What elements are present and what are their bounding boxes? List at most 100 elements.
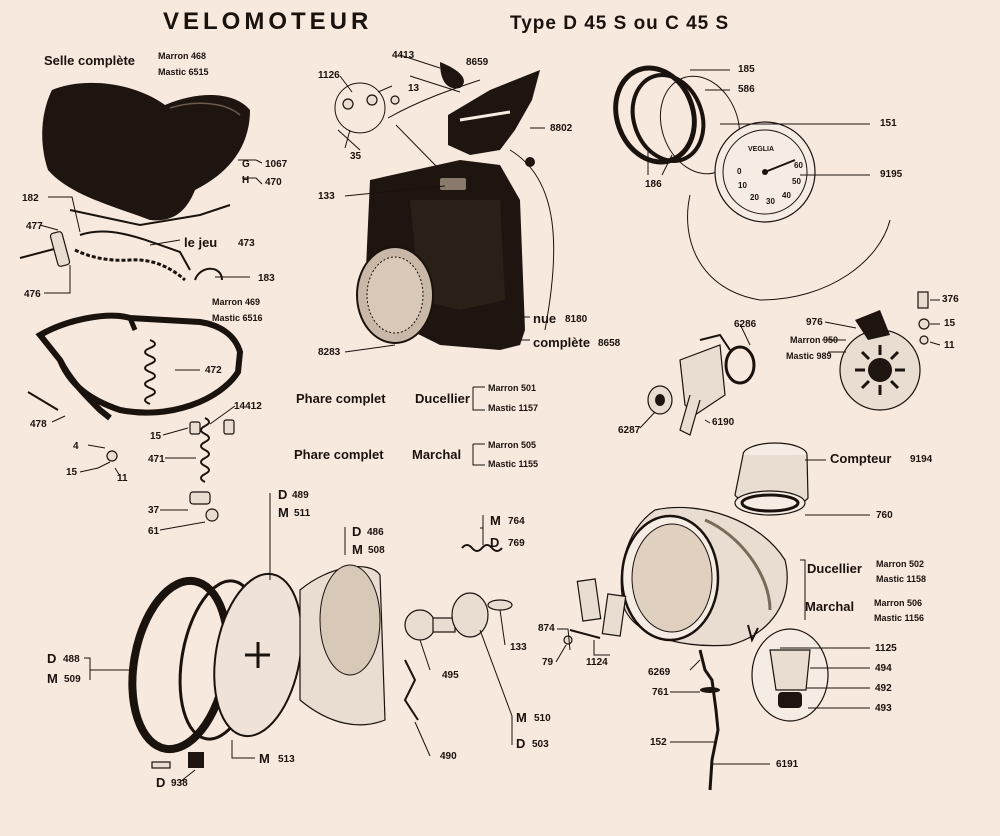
hl-m511-letter: M <box>278 505 289 520</box>
hr-duc-marron: Marron 502 <box>876 559 925 569</box>
dial-brand: VEGLIA <box>748 146 775 153</box>
part-471: 471 <box>148 454 165 465</box>
part-4413: 4413 <box>392 50 415 61</box>
part-493: 493 <box>875 703 892 714</box>
compteur-drawing <box>734 442 809 516</box>
part-492: 492 <box>875 683 892 694</box>
tank-drawing <box>334 62 555 350</box>
part-6191: 6191 <box>776 759 799 770</box>
part-8283: 8283 <box>318 347 341 358</box>
part-6287: 6287 <box>618 425 641 436</box>
dial-number-20: 20 <box>750 193 759 202</box>
part-152: 152 <box>650 737 667 748</box>
phare2-a: Phare complet <box>294 447 384 462</box>
phare2-mastic: Mastic 1155 <box>488 459 539 469</box>
part-586: 586 <box>738 84 755 95</box>
tank-nue: nue <box>533 311 557 326</box>
headlamp-left-drawing <box>128 544 513 769</box>
compteur-num: 9194 <box>910 454 933 465</box>
hl-m513-letter: M <box>259 751 270 766</box>
hl-d938-letter: D <box>156 775 166 790</box>
spring-frame-drawing <box>27 312 244 522</box>
hl-m511-num: 511 <box>294 508 311 519</box>
part-495: 495 <box>442 670 459 681</box>
part-14412: 14412 <box>234 401 262 412</box>
part-6269: 6269 <box>648 667 671 678</box>
part-185: 185 <box>738 64 755 75</box>
hl-d486-letter: D <box>352 524 362 539</box>
hl-m508-letter: M <box>352 542 363 557</box>
part-4: 4 <box>73 441 79 452</box>
phare1-a: Phare complet <box>296 391 386 406</box>
saddle-h-letter: H <box>242 175 250 186</box>
saddle-drawing <box>19 82 251 282</box>
part-133-tank: 133 <box>318 191 335 202</box>
part-15-bolt: 15 <box>66 467 78 478</box>
dial-number-10: 10 <box>738 181 747 190</box>
horn-drawing <box>839 291 930 411</box>
title-main: VELOMOTEUR <box>163 8 373 35</box>
saddle-h-num: 470 <box>265 177 282 188</box>
part-151: 151 <box>880 118 897 129</box>
hr-marchal: Marchal <box>805 599 855 614</box>
horn-mastic: Mastic 989 <box>786 351 832 361</box>
part-183: 183 <box>258 273 275 284</box>
hr-duc-mastic: Mastic 1158 <box>876 574 927 584</box>
part-35: 35 <box>350 151 362 162</box>
hl-d489-num: 489 <box>292 490 309 501</box>
dial-number-50: 50 <box>792 177 801 186</box>
tank-complete: complète <box>533 335 591 350</box>
part-473: 473 <box>238 238 255 249</box>
part-79: 79 <box>542 657 554 668</box>
frame-mastic: Mastic 6516 <box>212 313 263 323</box>
phare1-marron: Marron 501 <box>488 383 537 393</box>
hl-d503-letter: D <box>516 736 526 751</box>
hl-d486-num: 486 <box>367 527 384 538</box>
saddle-g-letter: G <box>242 159 250 170</box>
part-1124: 1124 <box>586 657 608 668</box>
hr-ducellier: Ducellier <box>807 561 862 576</box>
part-478: 478 <box>30 419 47 430</box>
hl-m764-letter: M <box>490 513 501 528</box>
part-476: 476 <box>24 289 41 300</box>
part-186: 186 <box>645 179 662 190</box>
part-477: 477 <box>26 221 43 232</box>
frame-marron: Marron 469 <box>212 297 261 307</box>
part-6286: 6286 <box>734 319 757 330</box>
phare2-marron: Marron 505 <box>488 440 537 450</box>
hl-m510-num: 510 <box>534 713 551 724</box>
hr-mar-marron: Marron 506 <box>874 598 923 608</box>
part-133-lamp: 133 <box>510 642 527 653</box>
saddle-mastic: Mastic 6515 <box>158 67 209 77</box>
part-761: 761 <box>652 687 669 698</box>
part-11-horn: 11 <box>944 340 955 351</box>
hl-d769-num: 769 <box>508 538 525 549</box>
part-13: 13 <box>408 83 420 94</box>
hl-d769-letter: D <box>490 535 500 550</box>
headlamp-right-drawing <box>563 506 829 791</box>
hl-m508-num: 508 <box>368 545 385 556</box>
phare1-mastic: Mastic 1157 <box>488 403 539 413</box>
part-760: 760 <box>876 510 893 521</box>
part-8802: 8802 <box>550 123 573 134</box>
dial-number-30: 30 <box>766 197 775 206</box>
part-874: 874 <box>538 623 555 634</box>
hl-m764-num: 764 <box>508 516 525 527</box>
part-182: 182 <box>22 193 39 204</box>
part-976: 976 <box>806 317 823 328</box>
part-11: 11 <box>117 473 128 484</box>
hl-d488-num: 488 <box>63 654 80 665</box>
part-494: 494 <box>875 663 892 674</box>
part-8659: 8659 <box>466 57 489 68</box>
hl-d488-letter: D <box>47 651 57 666</box>
part-490: 490 <box>440 751 457 762</box>
hl-m509-letter: M <box>47 671 58 686</box>
tank-nue-num: 8180 <box>565 314 588 325</box>
part-1126: 1126 <box>318 70 340 81</box>
phare2-b: Marchal <box>412 447 462 462</box>
dial-number-40: 40 <box>782 191 791 200</box>
part-1125: 1125 <box>875 643 897 654</box>
saddle-g-num: 1067 <box>265 159 288 170</box>
